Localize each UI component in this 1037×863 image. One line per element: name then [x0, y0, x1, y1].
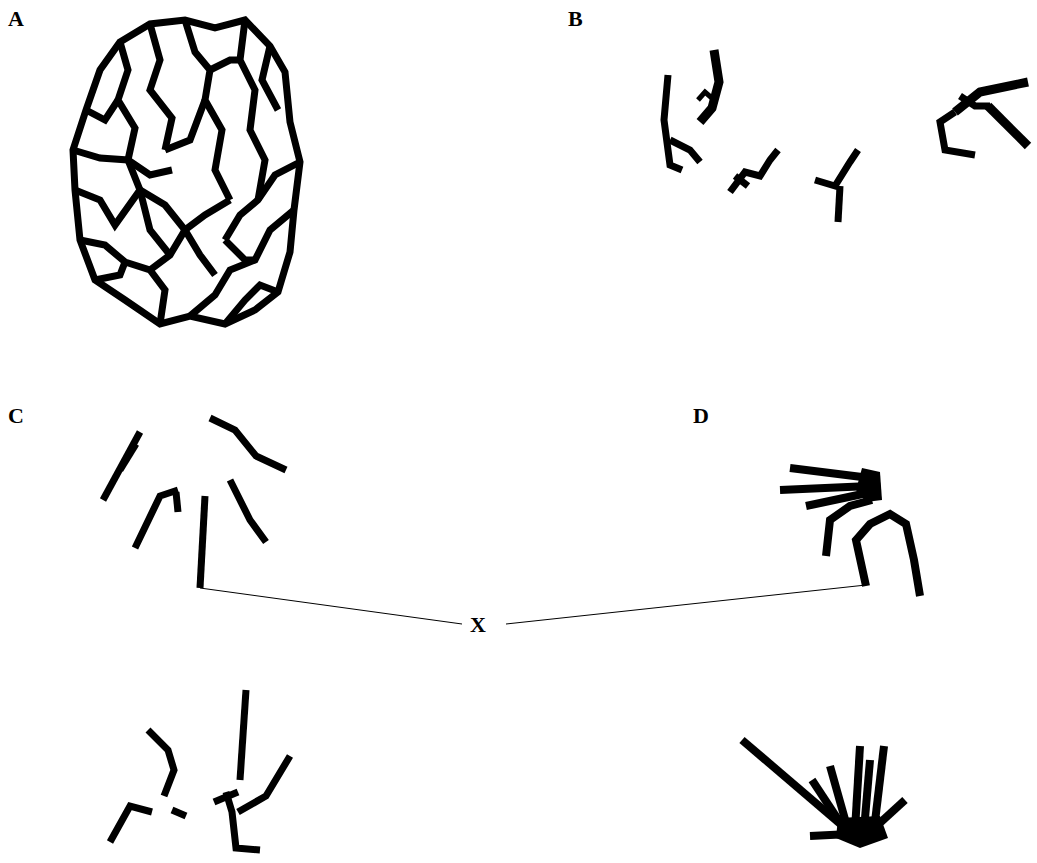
panel-label: D — [693, 405, 709, 427]
panel-b-fragments — [664, 50, 1028, 222]
panel-a-network — [73, 20, 300, 324]
callout-label: X — [470, 614, 486, 636]
panel-label: B — [568, 8, 583, 30]
panel-d-blob — [856, 468, 882, 502]
panel-c-bottom — [110, 690, 290, 850]
panel-d-blob — [836, 816, 888, 848]
panel-label: C — [8, 405, 24, 427]
leader-line — [506, 585, 866, 624]
panel-c-top — [103, 418, 286, 588]
panel-label: A — [8, 8, 24, 30]
leader-line — [200, 588, 462, 624]
panel-d-top — [780, 468, 920, 596]
